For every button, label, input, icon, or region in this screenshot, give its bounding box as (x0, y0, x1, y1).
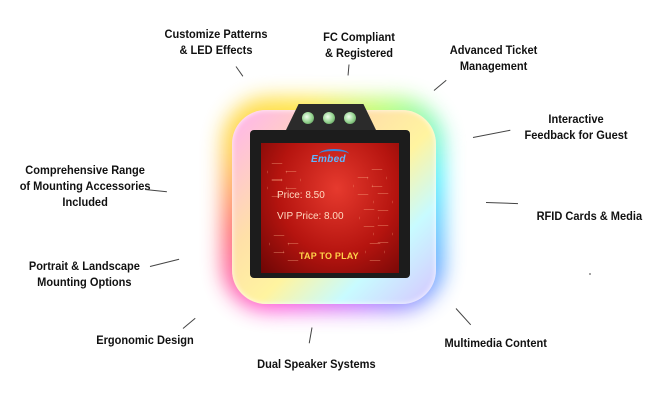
feature-mounting-options: Portrait & Landscape Mounting Options (28, 259, 140, 289)
leader-line (235, 66, 244, 77)
decorative-dot (589, 273, 591, 275)
leader-line (455, 308, 472, 326)
device-screen[interactable]: Embed Price: 8.50 VIP Price: 8.00 TAP TO… (261, 143, 399, 273)
fcc-logo-icon: FC Compliant (323, 30, 395, 44)
camera-led-icon (344, 112, 356, 124)
price-text: Price: 8.50 (277, 190, 325, 201)
leader-line (433, 79, 447, 91)
feature-feedback: Interactive Feedback for Guest (524, 112, 628, 142)
logo-swoosh-icon (319, 149, 349, 159)
vip-price-text: VIP Price: 8.00 (277, 211, 344, 222)
camera-led-icon (302, 112, 314, 124)
tap-to-play-button[interactable]: TAP TO PLAY (299, 251, 359, 261)
feature-accessories: Comprehensive Range of Mounting Accessor… (19, 163, 151, 209)
feature-speaker: Dual Speaker Systems (257, 357, 376, 371)
leader-line (149, 258, 180, 267)
leader-line (472, 129, 511, 138)
feature-fcc: FC Compliant & Registered (323, 30, 395, 60)
feature-ergonomic: Ergonomic Design (96, 333, 194, 347)
feature-customize: Customize Patterns & LED Effects (164, 27, 268, 57)
leader-line (308, 327, 313, 344)
leader-line (182, 317, 196, 329)
feature-multimedia: Multimedia Content (444, 336, 547, 350)
leader-line (347, 64, 350, 76)
feature-ticket: Advanced Ticket Management (449, 43, 538, 73)
feature-rfid: RFID Cards & Media (536, 209, 643, 223)
leader-line (485, 202, 518, 205)
camera-led-icon (323, 112, 335, 124)
screen-logo: Embed (311, 154, 346, 165)
